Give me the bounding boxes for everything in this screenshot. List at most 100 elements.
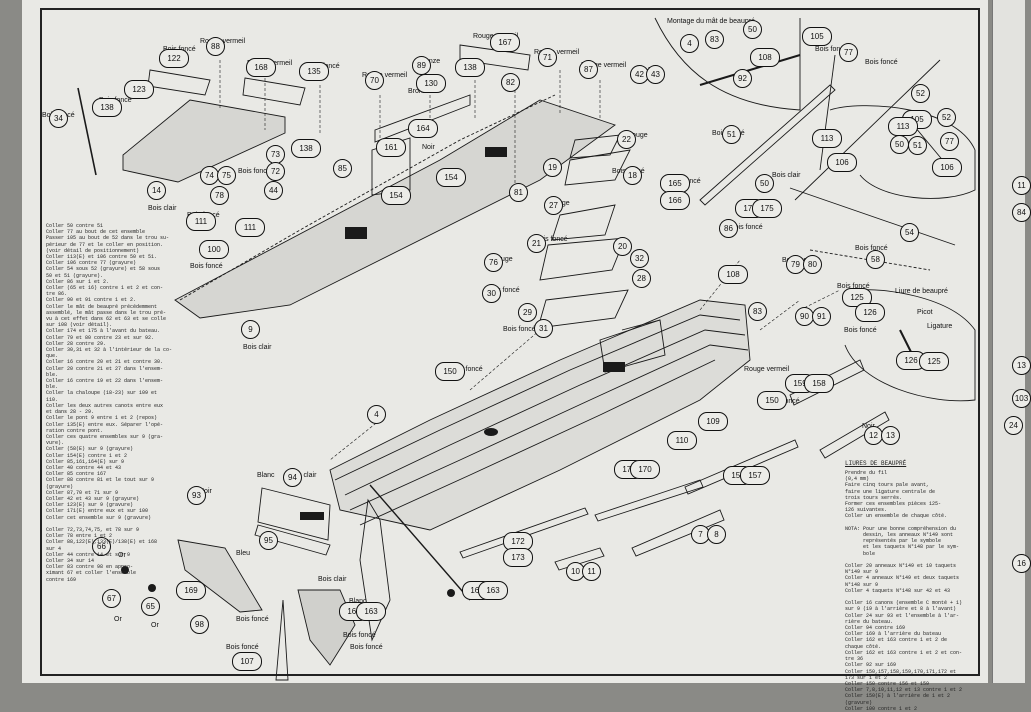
- part-number-callout: 76: [484, 253, 503, 272]
- part-number-callout: 44: [264, 181, 283, 200]
- part-number-callout: 52: [937, 108, 956, 127]
- label-ligature: Ligature: [927, 323, 953, 330]
- finish-label: Bois foncé: [535, 236, 568, 243]
- finish-label: Rouge vermeil: [581, 62, 627, 69]
- part-number-callout: 18: [623, 166, 642, 185]
- part-number-callout: 34: [49, 109, 68, 128]
- part-number-callout: 86: [719, 219, 738, 238]
- finish-label: Bois clair: [288, 472, 317, 479]
- part-number-callout: 50: [743, 20, 762, 39]
- finish-label: Bois foncé: [815, 46, 848, 53]
- part-number-callout: 82: [501, 73, 520, 92]
- part-number-callout: 8: [707, 525, 726, 544]
- finish-label: Bois foncé: [730, 224, 763, 231]
- finish-label: Rouge: [627, 132, 648, 139]
- part-number-callout: 169: [176, 581, 206, 600]
- part-number-callout: 32: [630, 249, 649, 268]
- part-number-callout: 11: [582, 562, 601, 581]
- part-number-callout: 66: [92, 537, 111, 556]
- part-number-callout: 80: [803, 255, 822, 274]
- part-number-callout: 29: [518, 303, 537, 322]
- finish-label: Blanc: [257, 472, 275, 479]
- finish-label: Bois foncé: [487, 287, 520, 294]
- finish-label: Bois foncé: [226, 644, 259, 651]
- finish-label: Or: [118, 552, 126, 559]
- part-number-callout: 109: [698, 412, 728, 431]
- part-number-callout: 13: [1012, 356, 1031, 375]
- part-number-callout: 84: [1012, 203, 1031, 222]
- finish-label: Bois foncé: [350, 644, 383, 651]
- part-number-callout: 70: [365, 71, 384, 90]
- part-number-callout: 50: [890, 135, 909, 154]
- part-number-callout: 78: [210, 186, 229, 205]
- finish-label: Bois foncé: [236, 616, 269, 623]
- part-number-callout: 22: [617, 130, 636, 149]
- part-number-callout: 167: [490, 33, 520, 52]
- finish-label: Bois clair: [318, 576, 347, 583]
- exploded-assembly-drawing: [77, 17, 976, 681]
- part-number-callout: 51: [722, 125, 741, 144]
- part-number-callout: 154: [436, 168, 466, 187]
- part-number-callout: 94: [283, 468, 302, 487]
- finish-label: Bois foncé: [238, 168, 271, 175]
- part-number-callout: 113: [812, 129, 842, 148]
- part-number-callout: 161: [376, 138, 406, 157]
- part-number-callout: 19: [543, 158, 562, 177]
- part-number-callout: 122: [159, 49, 189, 68]
- part-number-callout: 21: [527, 234, 546, 253]
- part-number-callout: 73: [266, 145, 285, 164]
- inset-title-bowsprit-mount: Montage du mât de beaupré: [667, 18, 755, 25]
- finish-label: Bois foncé: [450, 366, 483, 373]
- part-number-callout: 13: [881, 426, 900, 445]
- part-number-callout: 42: [630, 65, 649, 84]
- part-number-callout: 16: [1012, 554, 1031, 573]
- part-number-callout: 173: [503, 548, 533, 567]
- part-number-callout: 79: [786, 255, 805, 274]
- part-number-callout: 164: [408, 119, 438, 138]
- part-number-callout: 92: [733, 69, 752, 88]
- part-number-callout: 30: [482, 284, 501, 303]
- finish-label: Bois foncé: [865, 59, 898, 66]
- part-number-callout: 163: [478, 581, 508, 600]
- part-number-callout: 87: [579, 60, 598, 79]
- finish-label: Bois foncé: [343, 632, 376, 639]
- part-number-callout: 98: [190, 615, 209, 634]
- part-number-callout: 43: [646, 65, 665, 84]
- part-number-callout: 126: [855, 303, 885, 322]
- finish-label: Bois clair: [148, 205, 177, 212]
- part-number-callout: 170: [630, 460, 660, 479]
- finish-label: Or: [114, 616, 122, 623]
- part-number-callout: 88: [206, 37, 225, 56]
- part-number-callout: 27: [544, 196, 563, 215]
- part-number-callout: 106: [827, 153, 857, 172]
- part-number-callout: 67: [102, 589, 121, 608]
- finish-label: Rouge vermeil: [744, 366, 790, 373]
- part-number-callout: 138: [455, 58, 485, 77]
- part-number-callout: 52: [911, 84, 930, 103]
- part-number-callout: 108: [750, 48, 780, 67]
- finish-label: Rouge vermeil: [534, 49, 580, 56]
- part-number-callout: 9: [241, 320, 260, 339]
- part-number-callout: 110: [667, 431, 697, 450]
- part-number-callout: 51: [908, 136, 927, 155]
- part-number-callout: 75: [217, 166, 236, 185]
- part-number-callout: 105: [802, 27, 832, 46]
- finish-label: Bois foncé: [503, 326, 536, 333]
- part-number-callout: 28: [632, 269, 651, 288]
- part-number-callout: 4: [367, 405, 386, 424]
- finish-label: Bois foncé: [844, 327, 877, 334]
- finish-label: Rouge vermeil: [362, 72, 408, 79]
- part-number-callout: 83: [748, 302, 767, 321]
- part-number-callout: 158: [804, 374, 834, 393]
- part-number-callout: 77: [940, 132, 959, 151]
- part-number-callout: 65: [141, 597, 160, 616]
- part-number-callout: 168: [246, 58, 276, 77]
- part-number-callout: 130: [416, 74, 446, 93]
- part-number-callout: 125: [919, 352, 949, 371]
- part-number-callout: 100: [199, 240, 229, 259]
- part-number-callout: 111: [235, 218, 265, 237]
- part-number-callout: 163: [356, 602, 386, 621]
- part-number-callout: 85: [333, 159, 352, 178]
- part-number-callout: 83: [705, 30, 724, 49]
- part-number-callout: 113: [888, 117, 918, 136]
